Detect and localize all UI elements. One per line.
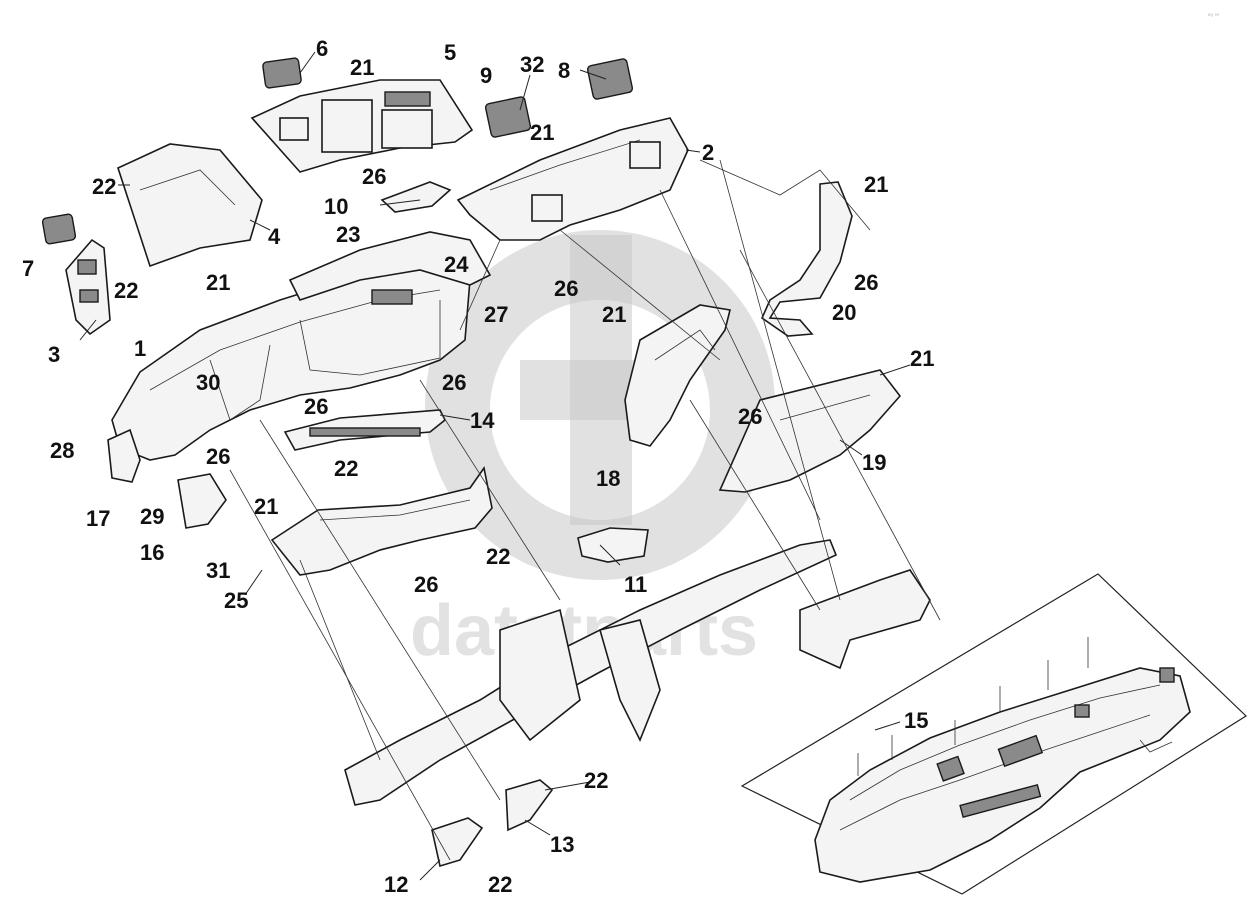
part-storage-bin-11 [577, 527, 649, 563]
callout-19: 19 [862, 450, 886, 475]
assembled-dashboard-inset [740, 573, 1247, 895]
part-vent-strip-14 [283, 409, 447, 451]
part-vent-9 [484, 96, 532, 138]
callout-27: 27 [484, 302, 508, 327]
callout-22: 22 [114, 278, 138, 303]
callout-17: 17 [86, 506, 110, 531]
callout-6: 6 [316, 36, 328, 61]
corner-mark: ⁰⁹ °° [1208, 13, 1220, 20]
callout-14: 14 [470, 408, 495, 433]
callout-30: 30 [196, 370, 220, 395]
callouts: 6 21 5 9 32 8 21 2 22 26 10 4 23 24 21 7… [22, 36, 934, 897]
callout-32: 32 [520, 52, 544, 77]
callout-3: 3 [48, 342, 60, 367]
part-upper-pad [288, 231, 492, 301]
part-right-bracket-20 [760, 181, 853, 337]
callout-24: 24 [444, 252, 469, 277]
part-glovebox-door-18 [624, 304, 731, 447]
part-cover-12 [431, 817, 484, 868]
callout-16: 16 [140, 540, 164, 565]
callout-25: 25 [224, 588, 248, 613]
part-vent-7 [41, 213, 77, 245]
callout-2: 2 [702, 140, 714, 165]
callout-26: 26 [854, 270, 878, 295]
part-cluster-bezel [250, 79, 474, 173]
callout-5: 5 [444, 40, 456, 65]
callout-22: 22 [92, 174, 116, 199]
part-left-end-panel [117, 143, 263, 268]
callout-26: 26 [442, 370, 466, 395]
part-bezel-10 [380, 181, 452, 213]
callout-26: 26 [304, 394, 328, 419]
part-cover-13 [505, 779, 554, 832]
part-switch-bezel-3 [65, 238, 111, 336]
part-trim-16 [177, 473, 227, 529]
callout-1: 1 [134, 336, 146, 361]
part-top-cover [456, 117, 689, 241]
callout-9: 9 [480, 63, 492, 88]
callout-23: 23 [336, 222, 360, 247]
leader-lines [79, 51, 941, 881]
part-knee-bolster [270, 466, 493, 576]
callout-22: 22 [584, 768, 608, 793]
callout-31: 31 [206, 558, 230, 583]
callout-21: 21 [910, 346, 934, 371]
callout-4: 4 [268, 224, 281, 249]
callout-15: 15 [904, 708, 928, 733]
callout-26: 26 [554, 276, 578, 301]
callout-21: 21 [206, 270, 230, 295]
part-trim-17 [107, 428, 141, 483]
callout-26: 26 [206, 444, 230, 469]
callout-13: 13 [550, 832, 574, 857]
callout-8: 8 [558, 58, 570, 83]
callout-22: 22 [486, 544, 510, 569]
callout-21: 21 [602, 302, 626, 327]
callout-21: 21 [350, 55, 374, 80]
part-instrument-panel [111, 261, 471, 461]
callout-12: 12 [384, 872, 408, 897]
callout-29: 29 [140, 504, 164, 529]
callout-21: 21 [864, 172, 888, 197]
callout-26: 26 [362, 164, 386, 189]
callout-26: 26 [414, 572, 438, 597]
callout-18: 18 [596, 466, 620, 491]
callout-21: 21 [530, 120, 554, 145]
callout-20: 20 [832, 300, 856, 325]
part-vent-6 [262, 57, 302, 89]
callout-11: 11 [624, 572, 647, 597]
callout-7: 7 [22, 256, 34, 281]
part-cross-car-beam [344, 539, 931, 806]
callout-28: 28 [50, 438, 74, 463]
callout-21: 21 [254, 494, 278, 519]
callout-10: 10 [324, 194, 348, 219]
callout-22: 22 [334, 456, 358, 481]
part-vent-8 [586, 58, 634, 100]
callout-26: 26 [738, 404, 762, 429]
callout-22: 22 [488, 872, 512, 897]
